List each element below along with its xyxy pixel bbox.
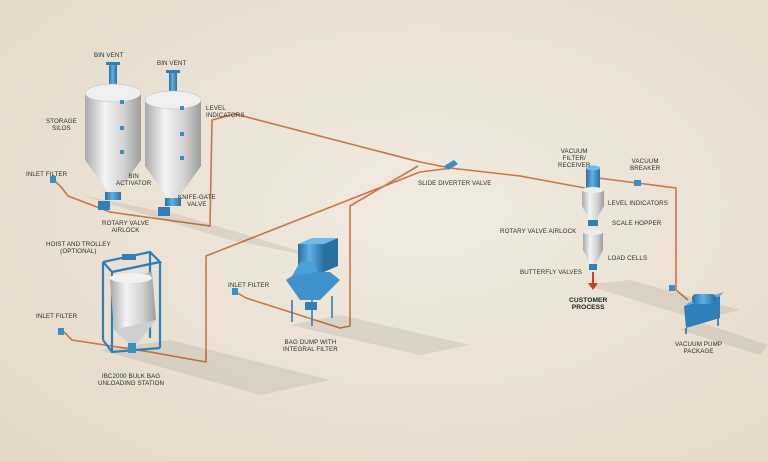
bulk-bag <box>110 272 156 353</box>
pipe-main-trunk <box>449 167 586 189</box>
label-scale-hopper: SCALE HOPPER <box>612 220 662 227</box>
label-bag-dump: BAG DUMP WITH INTEGRAL FILTER <box>283 339 338 354</box>
label-bin-vent-1: BIN VENT <box>94 52 124 59</box>
storage-silo-2 <box>144 70 202 216</box>
bag-dump <box>286 238 340 326</box>
rotary-valve-2 <box>158 207 170 216</box>
inlet-filter-left-icon <box>58 328 64 335</box>
slide-diverter-valve <box>444 160 458 170</box>
label-bin-activator: BIN ACTIVATOR <box>116 173 152 188</box>
label-bulk-bag-station: IBC2000 BULK BAG UNLOADING STATION <box>98 373 165 388</box>
label-rotary-valve-airlock-receiver: ROTARY VALVE AIRLOCK <box>500 228 577 235</box>
label-vacuum-breaker: VACUUM BREAKER <box>630 158 661 173</box>
label-butterfly-valves: BUTTERFLY VALVES <box>520 269 583 276</box>
label-rotary-valve-airlock-silo: ROTARY VALVE AIRLOCK <box>102 220 150 235</box>
rotary-valve-1 <box>98 201 110 210</box>
storage-silo-1 <box>84 62 142 210</box>
label-bin-vent-2: BIN VENT <box>157 60 187 67</box>
pipe-bag-dump-line <box>235 165 419 329</box>
pipe-silo-line <box>53 113 451 227</box>
label-knife-gate-valve: KNIFE-GATE VALVE <box>178 194 216 209</box>
label-level-indicators-receiver: LEVEL INDICATORS <box>608 200 668 207</box>
hoist-trolley <box>122 254 136 260</box>
floor-shadows <box>80 195 768 395</box>
label-inlet-filter-left: INLET FILTER <box>36 313 78 320</box>
pipe-vacuum-line <box>597 177 689 301</box>
customer-process-arrow <box>588 272 598 290</box>
bin-vent-2 <box>169 72 177 94</box>
vacuum-breaker-icon <box>634 180 641 186</box>
label-load-cells: LOAD CELLS <box>608 255 648 262</box>
pipe-bulk-bag-line <box>63 167 453 363</box>
label-slide-diverter-valve: SLIDE DIVERTER VALVE <box>418 180 492 187</box>
label-customer-process: CUSTOMER PROCESS <box>569 297 608 312</box>
inlet-filter-mid-icon <box>232 288 238 295</box>
label-hoist-and-trolley: HOIST AND TROLLEY (OPTIONAL) <box>46 241 111 256</box>
vacuum-pump-package <box>684 292 724 334</box>
label-inlet-filter-mid: INLET FILTER <box>228 282 270 289</box>
label-inlet-filter-top: INLET FILTER <box>26 171 68 178</box>
label-storage-silos: STORAGE SILOS <box>46 118 77 133</box>
bin-vent-1 <box>109 64 117 86</box>
label-vacuum-filter-receiver: VACUUM FILTER/ RECEIVER <box>558 148 591 170</box>
scale-hopper <box>583 229 603 270</box>
label-level-indicators-silo: LEVEL INDICATORS <box>206 105 245 120</box>
pump-inlet-filter <box>669 285 675 291</box>
vacuum-receiver <box>582 165 604 226</box>
inlet-filter-top-icon <box>50 176 56 183</box>
label-vacuum-pump-package: VACUUM PUMP PACKAGE <box>675 341 723 356</box>
